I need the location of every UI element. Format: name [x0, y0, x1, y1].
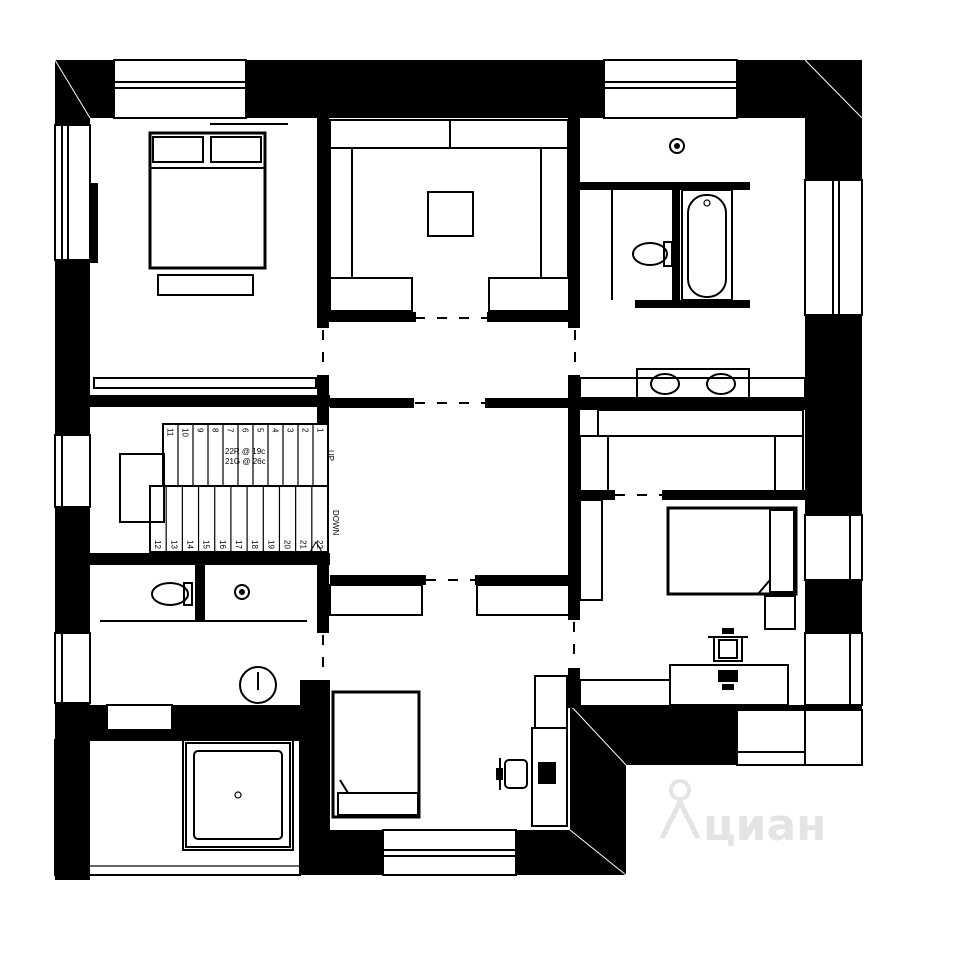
bathroom-1 — [579, 138, 806, 400]
stair-step-number: 19 — [266, 540, 275, 549]
stair-step-number: 2 — [301, 428, 310, 433]
stair-step-number: 20 — [283, 540, 292, 549]
stair-step-number: 13 — [169, 540, 178, 549]
stair-step-number: 16 — [218, 540, 227, 549]
stair-step-number: 18 — [250, 540, 259, 549]
bathroom-2 — [100, 582, 307, 704]
stair-step-number: 8 — [211, 428, 220, 433]
windows — [54, 59, 863, 876]
stair-rise-spec: 22R @ 19c — [225, 447, 265, 456]
stair-down-label: DOWN — [331, 510, 340, 536]
interior-walls — [90, 118, 805, 835]
stair-step-number: 1 — [316, 428, 325, 433]
stair-step-number: 6 — [241, 428, 250, 433]
stair-step-number: 10 — [181, 428, 190, 437]
stair-treads-upper: 11 10 9 8 7 6 5 4 3 2 1 — [162, 424, 325, 486]
watermark: циан — [659, 779, 827, 851]
stair-step-number: 7 — [226, 428, 235, 433]
shower-tray — [182, 739, 294, 851]
stair-step-number: 21 — [299, 540, 308, 549]
bedroom-3 — [331, 675, 568, 827]
stair-step-number: 11 — [166, 428, 175, 437]
watermark-text: циан — [703, 800, 827, 851]
stair-step-number: 3 — [286, 428, 295, 433]
corridor-cabinets — [329, 584, 570, 616]
stair-step-number: 4 — [271, 428, 280, 433]
stair-step-number: 14 — [185, 540, 194, 549]
stair-step-number: 5 — [256, 428, 265, 433]
corner-marks — [54, 59, 863, 876]
stair-treads-lower: 12 13 14 15 16 17 18 19 20 21 22 — [149, 486, 324, 552]
stair-step-number: 17 — [234, 540, 243, 549]
bedroom-1 — [90, 123, 317, 389]
stair-step-number: 9 — [196, 428, 205, 433]
stair-up-label: UP — [326, 450, 335, 461]
stair-step-number: 12 — [153, 540, 162, 549]
stair-step-number: 22 — [315, 540, 324, 549]
door-lines — [322, 317, 662, 676]
stair-going-spec: 21G @ 26c — [225, 457, 266, 466]
walk-in-closet — [329, 119, 570, 312]
balcony — [54, 739, 301, 876]
bedroom-2 — [579, 409, 804, 709]
stair-step-number: 15 — [202, 540, 211, 549]
